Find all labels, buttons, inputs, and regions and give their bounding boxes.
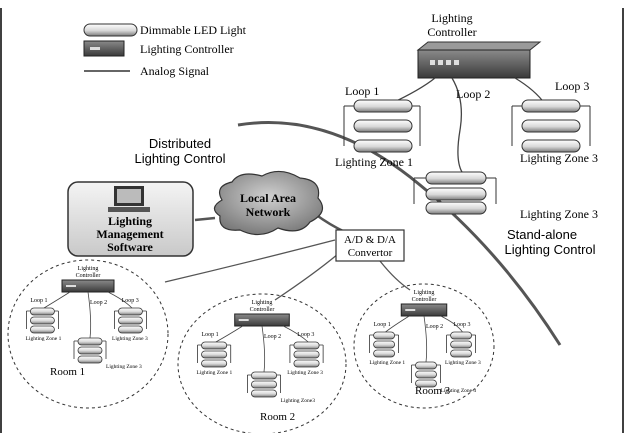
lan-cloud	[213, 170, 324, 236]
room-zone3-label: Lighting Zone 3	[445, 360, 481, 366]
room-loop1: Loop 1	[30, 298, 47, 304]
room-zone-bottom-label: Lighting Zone3	[281, 398, 316, 404]
room-zone-bottom-label: Lighting Zone 3	[106, 364, 142, 370]
convertor-label-1: A/D & D/A	[344, 234, 396, 246]
legend-controller-icon	[83, 40, 125, 57]
lan-label-1: Local Area	[240, 191, 296, 205]
legend-controller-label: Lighting Controller	[140, 42, 234, 56]
room-title: Room 3	[415, 385, 451, 397]
room-loop1: Loop 1	[202, 332, 219, 338]
standalone-section: Lighting Controller Loop 1 Loop 2 Loop 3…	[335, 11, 598, 257]
room-zone1-label: Lighting Zone 1	[369, 360, 405, 366]
room-boundary	[177, 293, 347, 433]
standalone-loop2: Loop 2	[456, 87, 490, 101]
room-loop2: Loop 2	[426, 324, 443, 330]
software-label-1: Lighting	[108, 214, 152, 228]
standalone-controller	[417, 49, 531, 79]
room-zone3-label: Lighting Zone 3	[112, 336, 148, 342]
room-loop2: Loop 2	[264, 334, 281, 340]
room-controller-label-2: Controller	[412, 297, 437, 303]
room-controller-label-2: Controller	[76, 273, 101, 279]
standalone-zone1	[343, 99, 421, 153]
room-controller-label-1: Lighting	[414, 290, 435, 296]
standalone-zone3-upper-label: Lighting Zone 3	[520, 151, 598, 165]
computer-icon	[108, 186, 150, 212]
room-title: Room 2	[260, 411, 295, 423]
room-controller-label-1: Lighting	[78, 266, 99, 272]
distributed-title-2: Lighting Control	[134, 151, 225, 166]
standalone-title-1: Stand-alone	[507, 227, 577, 242]
room-loop3: Loop 3	[297, 332, 314, 338]
room-controller-label-2: Controller	[250, 307, 275, 313]
room-zone1-label: Lighting Zone 1	[196, 370, 232, 376]
legend-led-label: Dimmable LED Light	[140, 23, 247, 37]
standalone-zone1-label: Lighting Zone 1	[335, 155, 413, 169]
standalone-zone3-lower	[413, 171, 497, 215]
room-title: Room 1	[50, 366, 85, 378]
software-label-2: Management	[96, 227, 163, 241]
legend-signal-label: Analog Signal	[140, 64, 210, 78]
standalone-loop1: Loop 1	[345, 84, 379, 98]
legend: Dimmable LED Light Lighting Controller A…	[83, 23, 247, 78]
ad-da-convertor	[335, 229, 405, 262]
standalone-controller-label-1: Lighting	[431, 11, 472, 25]
room-boundary	[7, 259, 169, 409]
standalone-zone3-upper	[511, 99, 591, 153]
room-zone1-label: Lighting Zone 1	[26, 336, 62, 342]
standalone-controller-label-2: Controller	[427, 25, 476, 39]
legend-led-icon	[83, 23, 138, 37]
room-boundary	[353, 283, 495, 409]
management-software-box	[67, 181, 194, 257]
distributed-section: Distributed Lighting Control Lighting Ma…	[67, 136, 411, 301]
room-loop2: Loop 2	[90, 300, 107, 306]
standalone-title-2: Lighting Control	[504, 242, 595, 257]
room-loop1: Loop 1	[374, 322, 391, 328]
room-zone-bottom-label: Lighting Zone 3	[441, 388, 477, 394]
room-controller-label-1: Lighting	[252, 300, 273, 306]
software-label-3: Software	[107, 240, 153, 254]
room-zone3-label: Lighting Zone 3	[287, 370, 323, 376]
standalone-loop3: Loop 3	[555, 79, 589, 93]
convertor-label-2: Convertor	[348, 247, 393, 259]
lan-label-2: Network	[246, 205, 291, 219]
distributed-title-1: Distributed	[149, 136, 211, 151]
standalone-zone3-lower-label: Lighting Zone 3	[520, 207, 598, 221]
room-loop3: Loop 3	[453, 322, 470, 328]
room-loop3: Loop 3	[122, 298, 139, 304]
divider-curve	[237, 121, 562, 346]
